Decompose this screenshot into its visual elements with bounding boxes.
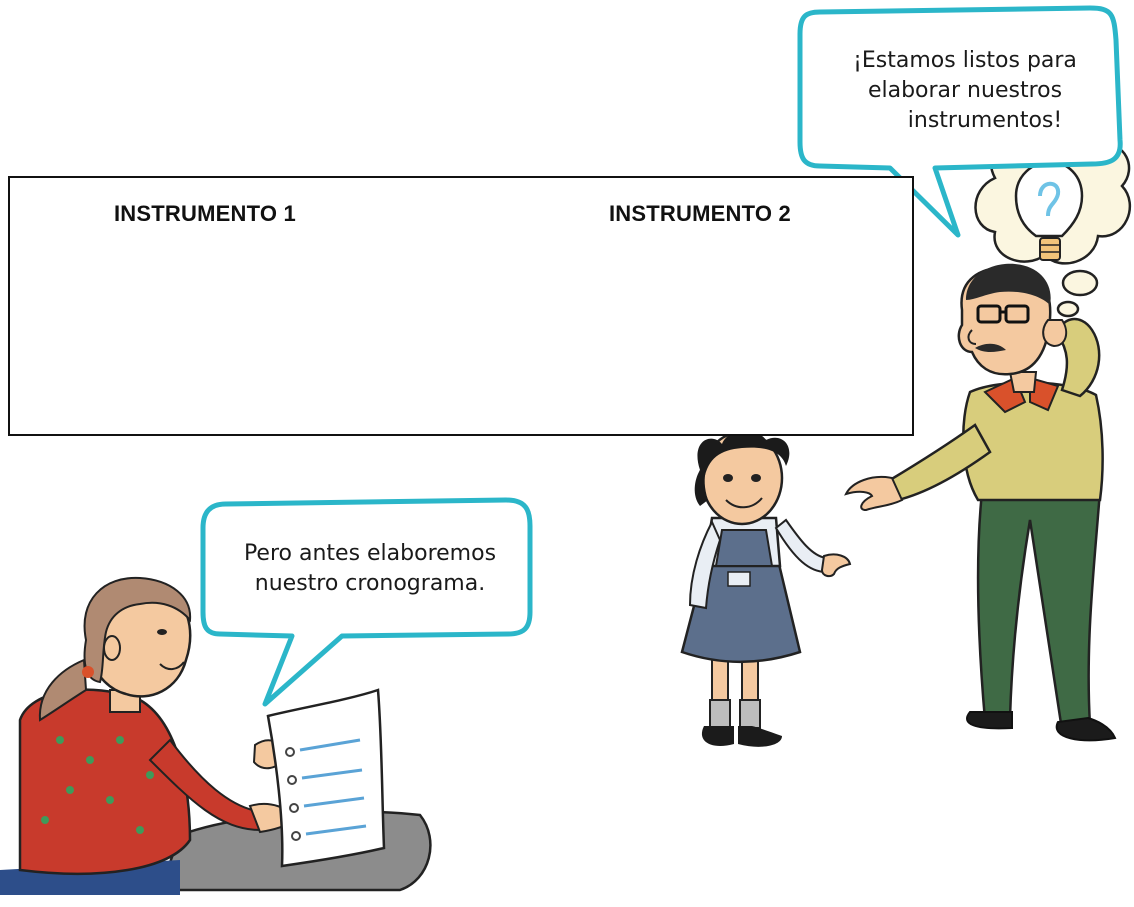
speech-bubble-top-text: ¡Estamos listos para elaborar nuestros i… [820, 46, 1110, 136]
girl-figure [680, 430, 852, 747]
speech-bubble-top [797, 5, 1123, 238]
speech-bubble-bottom [200, 497, 533, 707]
instrument-box [8, 176, 914, 436]
bubble-top-line-2: elaborar nuestros [867, 78, 1063, 103]
speech-bubble-bottom-text: Pero antes elaboremos nuestro cronograma… [212, 539, 528, 599]
bubble-bottom-line-1: Pero antes elaboremos [243, 541, 497, 566]
lightbulb-icon [1014, 160, 1084, 261]
checklist-paper [266, 688, 386, 868]
bubble-top-line-3: instrumentos! [907, 108, 1063, 133]
bubble-top-line-1: ¡Estamos listos para [853, 48, 1077, 73]
instrument-1-label: INSTRUMENTO 1 [114, 201, 296, 226]
instrument-2-label: INSTRUMENTO 2 [609, 201, 791, 226]
man-figure [844, 263, 1117, 742]
bubble-bottom-line-2: nuestro cronograma. [254, 571, 486, 596]
